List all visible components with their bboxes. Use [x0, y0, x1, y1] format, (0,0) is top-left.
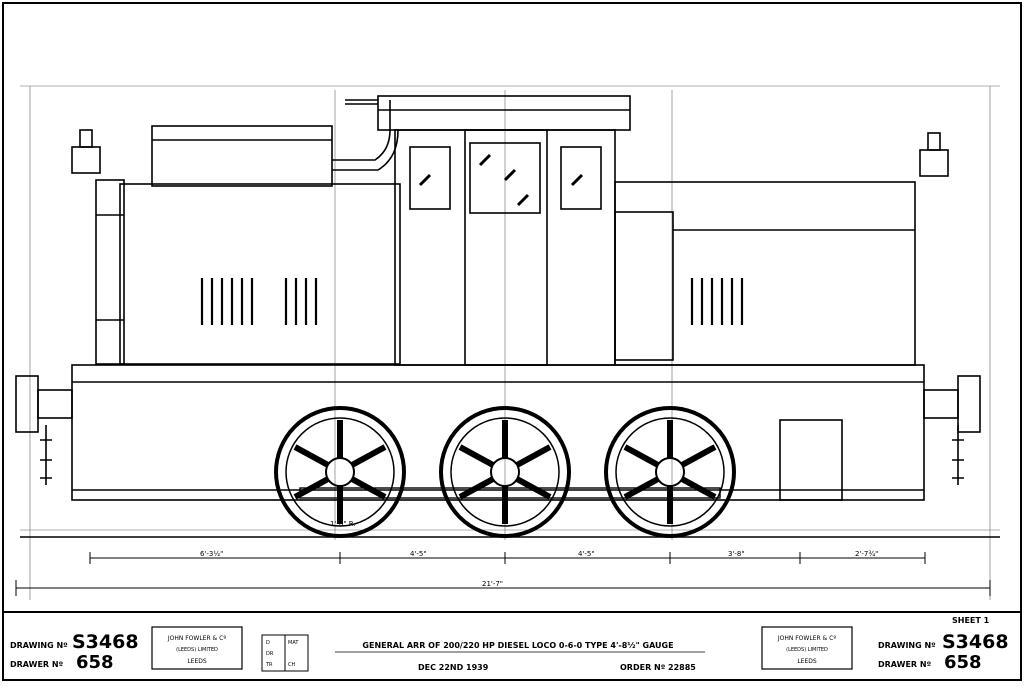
drawing-date: DEC 22ND 1939 [418, 663, 489, 672]
maker-name-left: JOHN FOWLER & Cº [167, 635, 226, 642]
dim-seg4: 3'-8" [728, 550, 745, 558]
window-marks [418, 153, 584, 207]
locomotive-body [15, 95, 981, 501]
dimension-labels: 6'-3½" 4'-5" 4'-5" 3'-8" 2'-7¾" 21'-7" 1… [200, 520, 878, 588]
title-block: SHEET 1 DRAWING Nº S3468 DRAWER Nº 658 J… [10, 616, 1009, 673]
drawing-label-left: DRAWING Nº [10, 641, 68, 650]
grid-cell-2: MAT [288, 640, 299, 646]
dim-seg3: 4'-5" [578, 550, 595, 558]
drawer-label-left: DRAWER Nº [10, 660, 64, 669]
construction-lines [20, 85, 1000, 600]
drawing-number-left: S3468 [72, 631, 139, 653]
grid-cell-4: TR [265, 662, 273, 668]
drawer-number-left: 658 [76, 652, 114, 673]
grid-cell-1: D [266, 640, 270, 646]
grid-cell-3: DR [266, 651, 274, 657]
maker-sub-left: (LEEDS) LIMITED [176, 647, 218, 653]
dim-seg5: 2'-7¾" [855, 550, 878, 558]
scale-note: 1'-0" R. [330, 520, 356, 528]
drawer-number-right: 658 [944, 652, 982, 673]
dimension-lines [15, 552, 991, 596]
wheels [274, 406, 736, 538]
maker-city-left: LEEDS [187, 658, 207, 665]
drawer-label-right: DRAWER Nº [878, 660, 932, 669]
dim-seg2: 4'-5" [410, 550, 427, 558]
sheet-label: SHEET 1 [952, 616, 990, 625]
drawing-title: GENERAL ARR OF 200/220 HP DIESEL LOCO 0-… [362, 640, 673, 650]
dim-seg1: 6'-3½" [200, 550, 223, 558]
maker-name-right: JOHN FOWLER & Cº [777, 635, 836, 642]
dim-overall: 21'-7" [482, 580, 503, 588]
grid-cell-5: CH [288, 662, 295, 668]
drawing-number-right: S3468 [942, 631, 1009, 653]
maker-city-right: LEEDS [797, 658, 817, 665]
louvres [200, 278, 744, 325]
maker-sub-right: (LEEDS) LIMITED [786, 647, 828, 653]
drawing-label-right: DRAWING Nº [878, 641, 936, 650]
order-number: ORDER Nº 22885 [620, 663, 696, 672]
